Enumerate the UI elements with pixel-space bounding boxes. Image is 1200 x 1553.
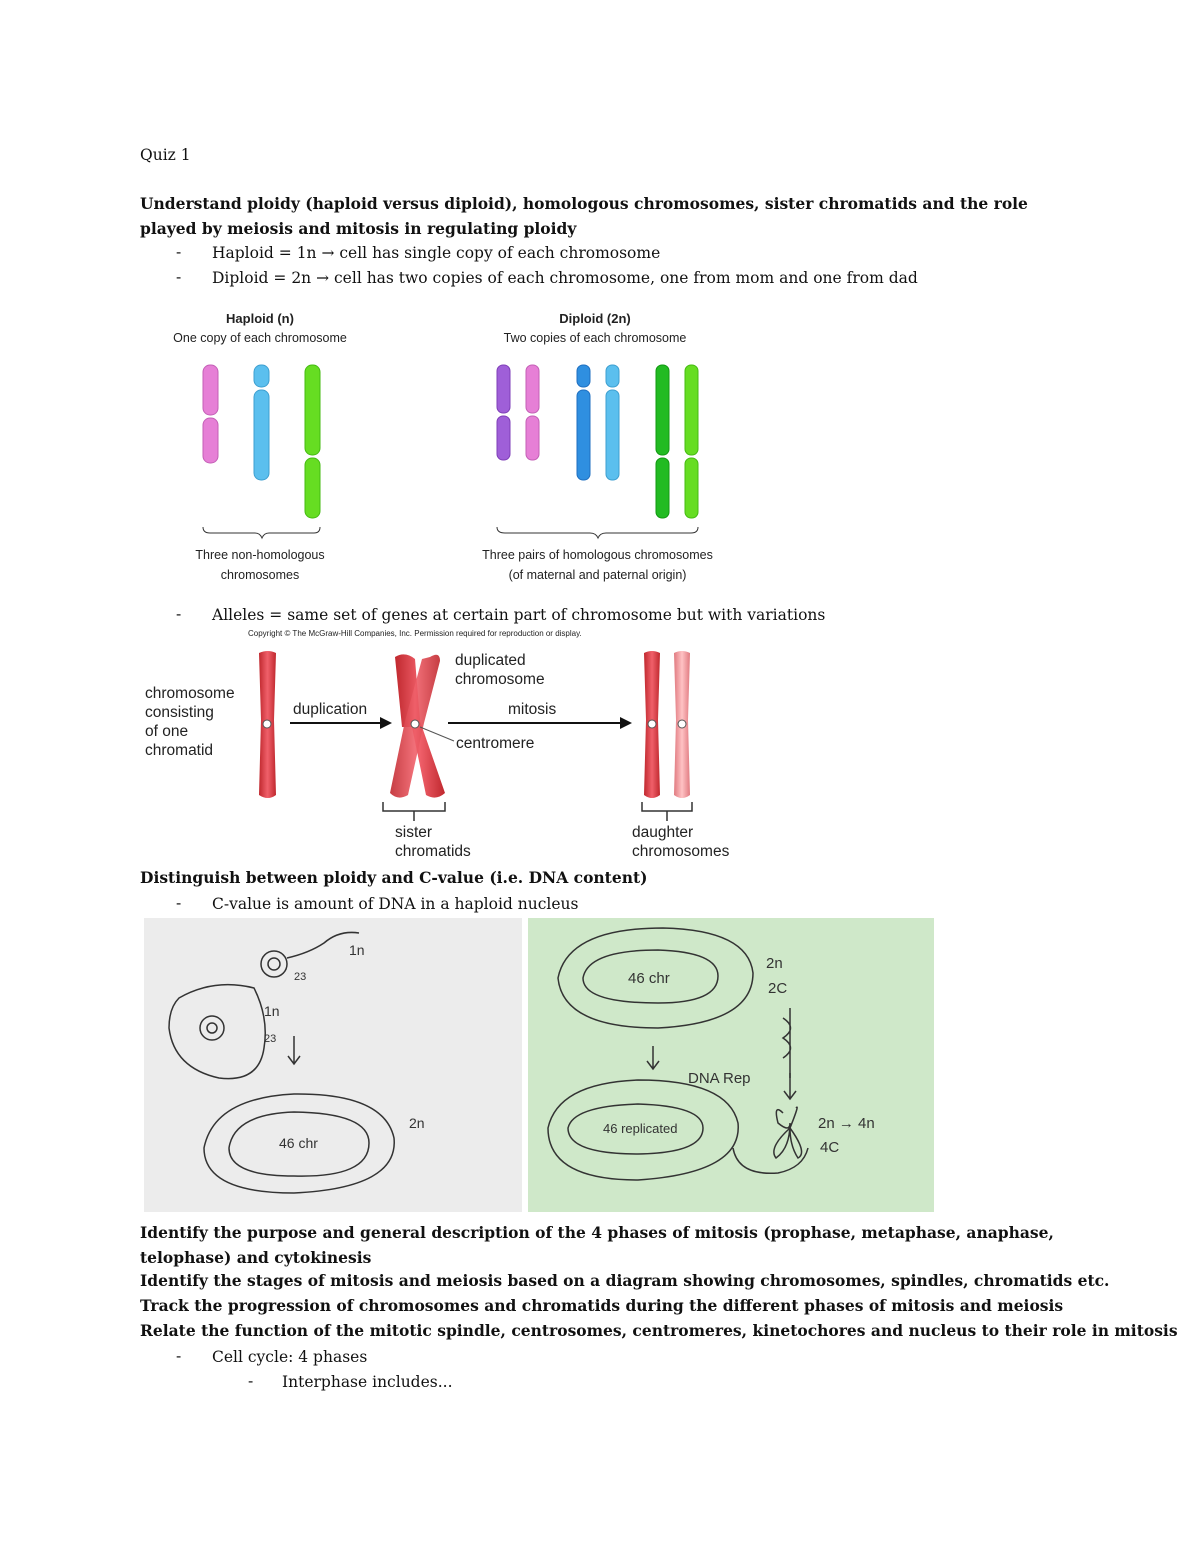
note-dna-rep: DNA Rep <box>688 1070 751 1087</box>
label-mitosis: mitosis <box>508 701 557 718</box>
chromosome-bars <box>202 364 699 540</box>
page-title: Quiz 1 <box>140 146 191 164</box>
bullet-dash: - <box>176 894 182 912</box>
bullet-dash: - <box>176 605 182 623</box>
note-1n-mid: 1n <box>264 1003 280 1019</box>
label-chromosome-one-chromatid: chromosome consisting of one chromatid <box>145 685 235 759</box>
bullet-dash: - <box>176 1347 182 1365</box>
whiteboard-photo-right: 46 chr 2n 2C DNA Rep 46 replicated 2n → … <box>528 918 934 1212</box>
bullet-dash: - <box>176 268 182 286</box>
note-4c: 4C <box>820 1139 839 1156</box>
note-2n-right: 2n <box>766 955 783 972</box>
sub-bullet-dash: - <box>248 1372 254 1390</box>
bullet-dash: - <box>176 243 182 261</box>
diploid-caption-line2: (of maternal and paternal origin) <box>508 568 687 582</box>
diploid-title: Diploid (2n) <box>559 311 631 326</box>
haploid-chromosomes <box>202 364 321 519</box>
label-centromere: centromere <box>456 735 535 752</box>
section1-heading: Understand ploidy (haploid versus diploi… <box>140 194 1028 238</box>
haploid-title: Haploid (n) <box>226 311 294 326</box>
section3-heading-2: Identify the stages of mitosis and meios… <box>140 1271 1110 1290</box>
note-2n-to-4n: 2n → 4n <box>818 1115 875 1132</box>
label-duplicated-chromosome: duplicated chromosome <box>455 652 545 688</box>
label-daughter-chromosomes: daughter chromosomes <box>632 824 730 860</box>
section3-heading-1: Identify the purpose and general descrip… <box>140 1223 1054 1267</box>
bullet-diploid: Diploid = 2n → cell has two copies of ea… <box>212 269 918 287</box>
label-sister-chromatids: sister chromatids <box>395 824 471 860</box>
note-46-chr-right: 46 chr <box>628 970 670 987</box>
note-23-top: 23 <box>294 971 306 983</box>
bullet-cell-cycle: Cell cycle: 4 phases <box>212 1348 368 1366</box>
note-2c: 2C <box>768 980 787 997</box>
diploid-caption-line1: Three pairs of homologous chromosomes <box>482 548 713 562</box>
section2-heading: Distinguish between ploidy and C-value (… <box>140 868 648 887</box>
copyright-note: Copyright © The McGraw-Hill Companies, I… <box>248 629 582 638</box>
haploid-caption-line2: chromosomes <box>220 568 300 582</box>
haploid-subtitle: One copy of each chromosome <box>173 331 347 345</box>
section3-heading-3: Track the progression of chromosomes and… <box>140 1296 1064 1315</box>
bullet-haploid: Haploid = 1n → cell has single copy of e… <box>212 244 661 262</box>
sub-bullet-interphase: Interphase includes... <box>282 1373 453 1391</box>
section3-heading-4: Relate the function of the mitotic spind… <box>140 1321 1178 1340</box>
whiteboard-drawing-left: 1n 23 1n 23 46 chr 2n <box>168 931 425 1194</box>
note-46-chr-left: 46 chr <box>279 1135 318 1151</box>
diploid-subtitle: Two copies of each chromosome <box>503 331 687 345</box>
note-46-replicated: 46 replicated <box>603 1121 677 1136</box>
bullet-c-value: C-value is amount of DNA in a haploid nu… <box>212 895 579 913</box>
note-1n-top: 1n <box>349 942 365 958</box>
bullet-alleles: Alleles = same set of genes at certain p… <box>212 606 826 624</box>
diploid-chromosomes <box>496 364 699 519</box>
label-duplication: duplication <box>293 701 368 718</box>
whiteboard-drawing-right: 46 chr 2n 2C DNA Rep 46 replicated 2n → … <box>547 927 875 1181</box>
note-2n-left: 2n <box>409 1115 425 1131</box>
whiteboard-photo-left: 1n 23 1n 23 46 chr 2n <box>144 918 522 1212</box>
note-23-mid: 23 <box>264 1033 276 1045</box>
haploid-caption-line1: Three non-homologous <box>195 548 325 562</box>
duplication-diagram <box>259 651 693 821</box>
